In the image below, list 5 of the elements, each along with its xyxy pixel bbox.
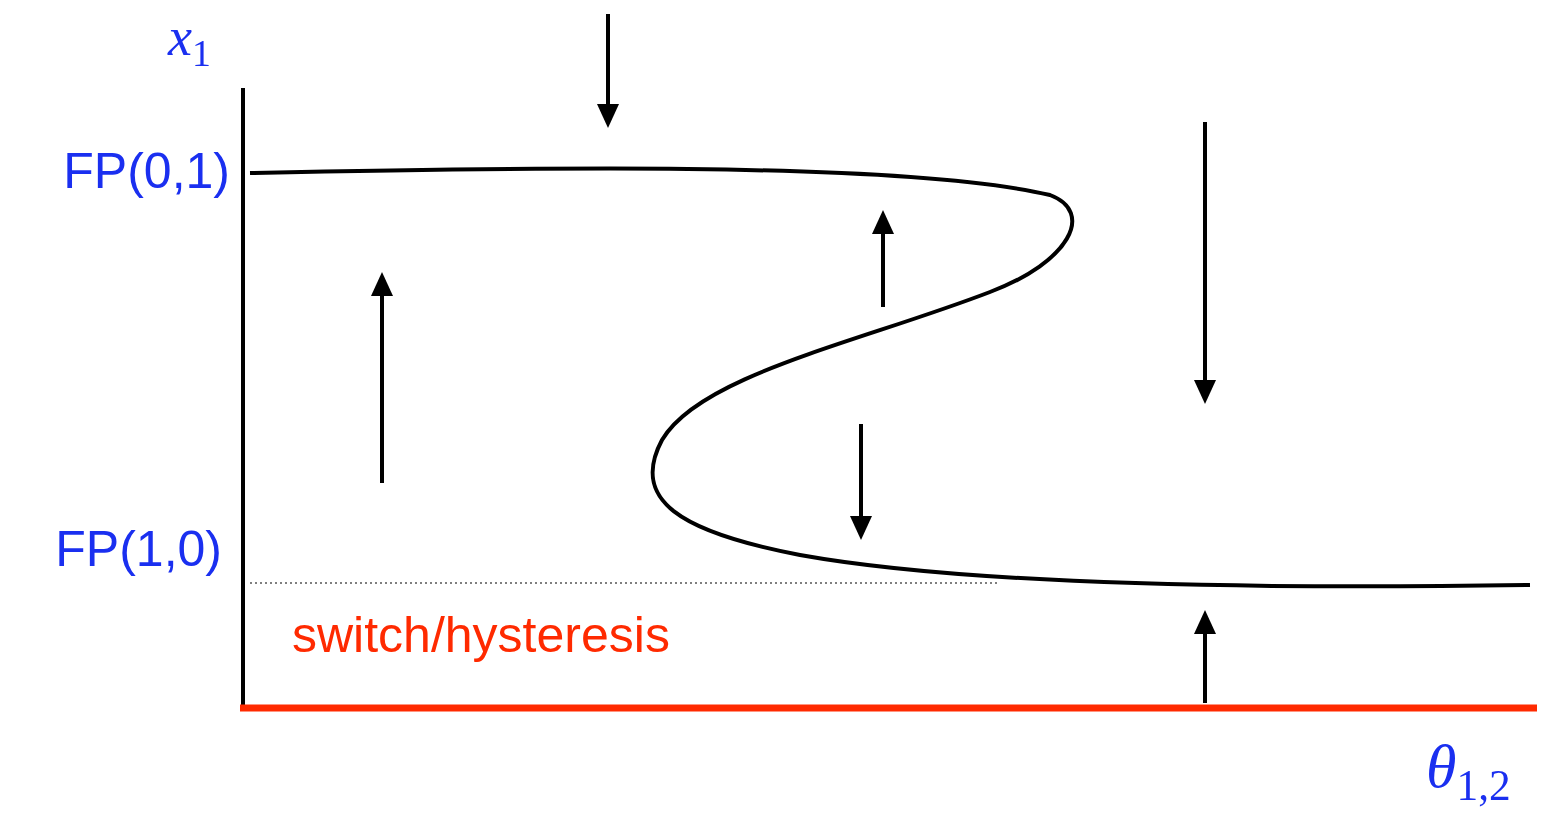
fixed-point-label: FP(1,0) <box>55 524 222 574</box>
annotation-label: switch/hysteresis <box>292 610 670 660</box>
axis-label: θ$_{1,2}$ <box>1426 735 1511 808</box>
axis-label: x$_{1}$ <box>168 10 211 74</box>
fixed-point-label: FP(0,1) <box>63 146 230 196</box>
